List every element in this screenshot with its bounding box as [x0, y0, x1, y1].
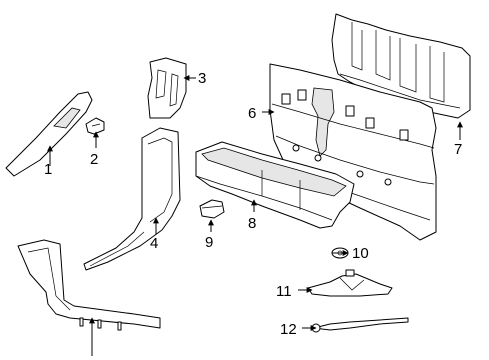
pad-part-9 [199, 199, 225, 219]
callout-10: 10 [352, 245, 369, 262]
callout-1: 1 [44, 161, 52, 178]
callout-9: 9 [205, 234, 213, 251]
leader-lines [47, 75, 463, 356]
upper-pillar-trim-part-3 [147, 57, 187, 119]
back-panel-part-6 [269, 63, 437, 241]
jack-part-11 [307, 269, 393, 297]
callout-2: 2 [90, 151, 98, 168]
callout-3: 3 [198, 70, 206, 87]
lower-pillar-trim-part-4 [83, 127, 181, 271]
clip-part-2 [85, 117, 105, 135]
windshield-pillar-trim-part-1 [5, 91, 93, 177]
callout-7: 7 [454, 141, 462, 158]
callout-labels: 1 2 3 4 5 6 7 8 9 10 11 12 [44, 70, 462, 360]
jack-handle-part-12 [311, 317, 409, 333]
rear-wall-panel-part-7 [331, 13, 471, 119]
sill-plate-part-5 [17, 239, 161, 331]
callout-6: 6 [248, 105, 256, 122]
callout-12: 12 [280, 321, 297, 338]
callout-8: 8 [248, 215, 256, 232]
callout-4: 4 [150, 235, 158, 252]
storage-tray-part-8 [195, 141, 355, 229]
callout-11: 11 [276, 283, 292, 300]
